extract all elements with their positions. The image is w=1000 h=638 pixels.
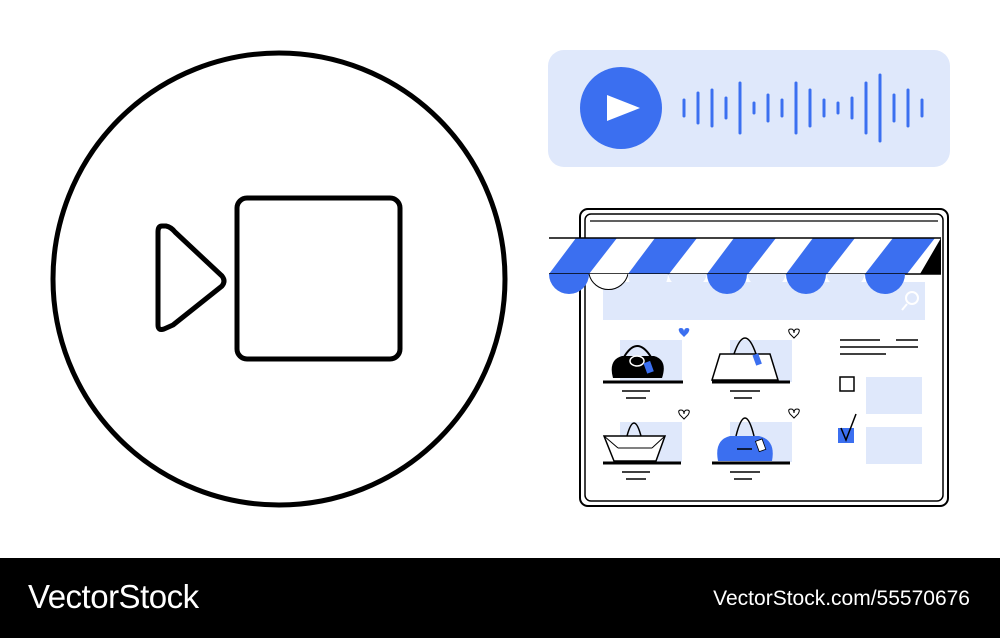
frame-square-icon	[234, 195, 403, 362]
product-card-2[interactable]	[710, 328, 800, 399]
waveform-icon	[682, 73, 924, 143]
heart-icon[interactable]	[788, 408, 800, 419]
play-triangle-icon	[155, 223, 227, 332]
illustration-artwork	[50, 50, 950, 508]
filter-checkbox-unchecked[interactable]	[839, 376, 855, 392]
online-storefront-icon	[549, 208, 949, 507]
product-card-1[interactable]	[603, 328, 690, 399]
awning	[549, 237, 941, 294]
filter-panel	[838, 339, 922, 464]
footer-bar: VectorStock VectorStock.com/55570676	[0, 558, 1000, 638]
heart-icon[interactable]	[678, 409, 690, 420]
check-icon	[840, 413, 857, 443]
audio-player-card	[548, 50, 950, 167]
play-arrow-icon	[607, 95, 640, 121]
image-id-text: VectorStock.com/55570676	[713, 587, 970, 610]
video-play-icon	[50, 50, 508, 508]
heart-icon[interactable]	[788, 328, 800, 339]
product-card-4[interactable]	[712, 408, 800, 480]
product-card-3[interactable]	[602, 409, 690, 480]
heart-icon[interactable]	[678, 328, 690, 337]
search-icon[interactable]	[901, 291, 919, 311]
brand-logo-text: VectorStock	[28, 578, 199, 615]
